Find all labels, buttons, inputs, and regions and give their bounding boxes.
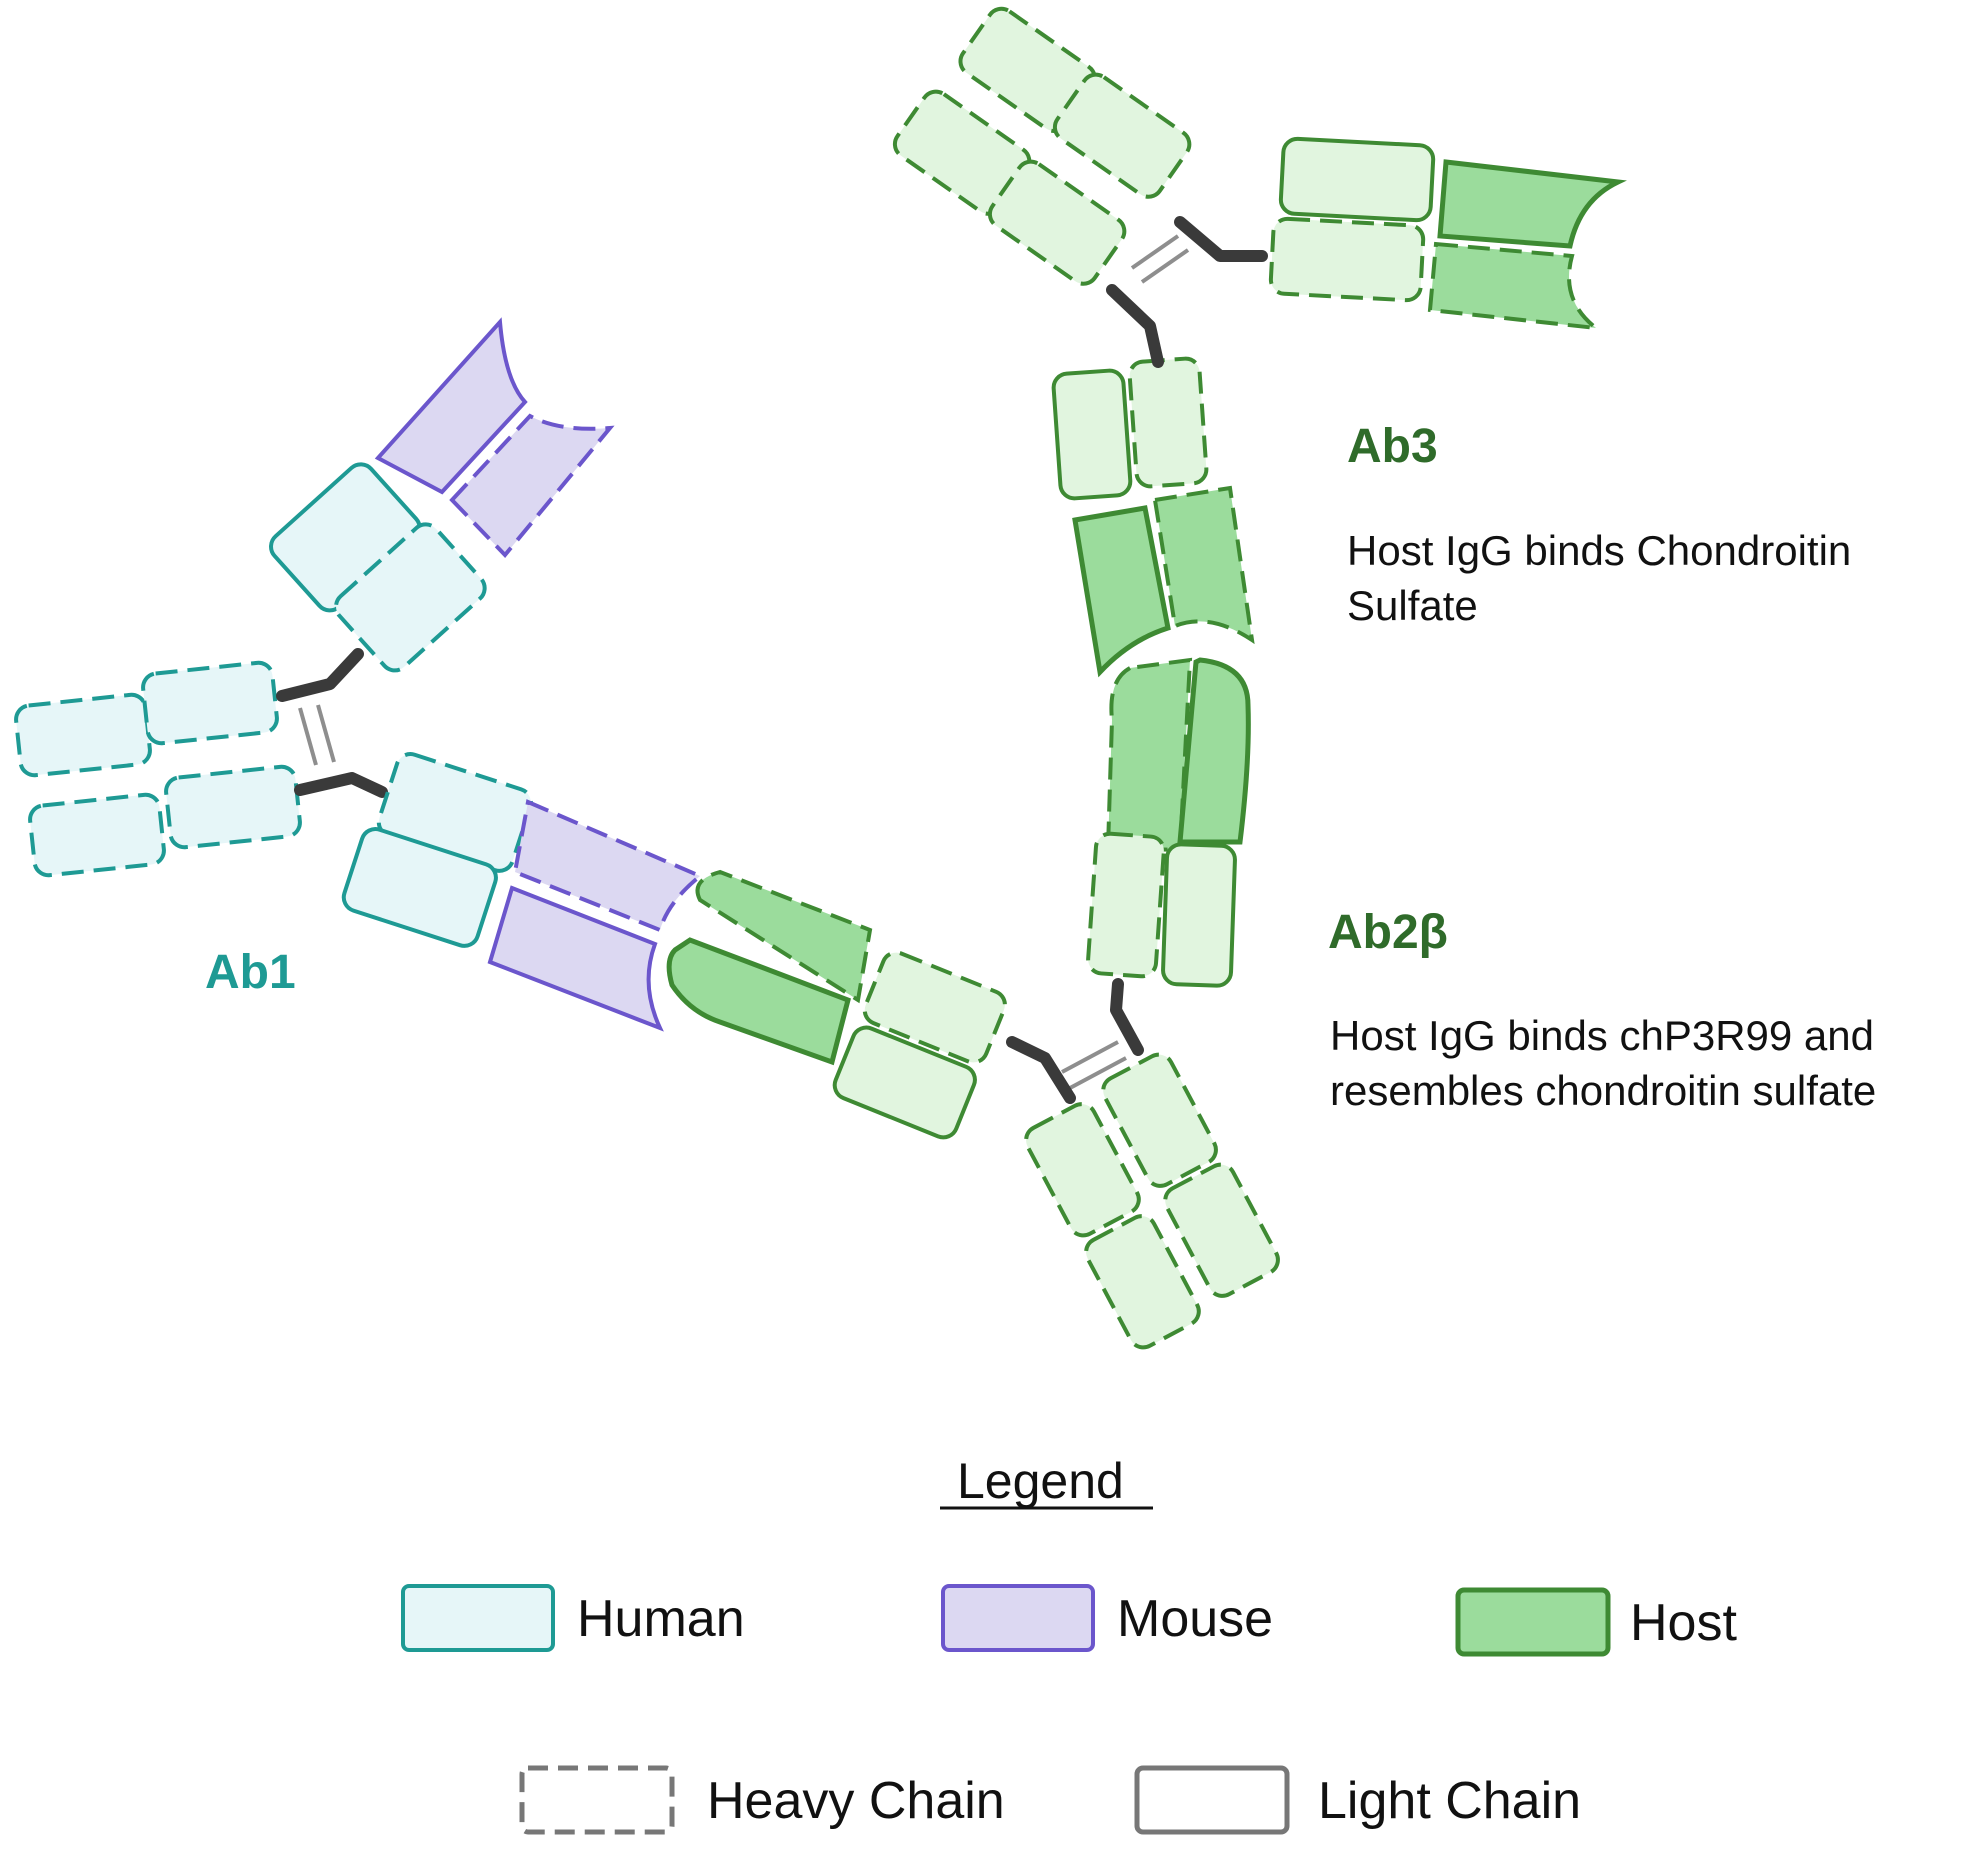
ab1-fc-region [14, 660, 302, 878]
legend-host-label: Host [1630, 1594, 1737, 1652]
ab2-description-line1: Host IgG binds chP3R99 and [1330, 1012, 1874, 1059]
ab2-left-fab [666, 869, 1007, 1140]
legend-heavy-chain-label: Heavy Chain [707, 1772, 1005, 1830]
ab3-description-line2: Sulfate [1347, 582, 1478, 629]
ab2-hinge [1006, 978, 1144, 1104]
ab3-label: Ab3 [1347, 420, 1438, 473]
ab3-fc-region [892, 6, 1192, 286]
ab1-lower-fab [341, 752, 704, 1032]
legend-light-chain-swatch [1134, 1765, 1290, 1835]
legend-heavy-chain-swatch [519, 1765, 675, 1835]
ab3-antibody [892, 6, 1627, 678]
ab1-upper-fab [269, 317, 615, 673]
legend-host-swatch [1455, 1587, 1611, 1657]
legend-human-swatch [401, 1584, 555, 1652]
ab1-hinge [276, 648, 388, 798]
legend-mouse-label: Mouse [1117, 1590, 1273, 1648]
legend-title: Legend [957, 1453, 1124, 1509]
ab1-antibody [14, 317, 704, 1032]
ab3-right-fab [1268, 136, 1627, 331]
legend: Legend Human Mouse Host Heavy Chain Ligh… [401, 1453, 1737, 1835]
ab2-upper-fab [1086, 657, 1251, 988]
ab3-lower-fab [1051, 356, 1255, 678]
legend-human-label: Human [577, 1590, 745, 1648]
ab1-label: Ab1 [205, 946, 296, 999]
ab3-hinge [1106, 216, 1268, 368]
legend-light-chain-label: Light Chain [1318, 1772, 1581, 1830]
ab2-antibody [666, 657, 1280, 1350]
ab2-label: Ab2β [1328, 906, 1448, 959]
ab2-fc-region [1024, 1052, 1280, 1350]
legend-mouse-swatch [941, 1584, 1095, 1652]
ab3-description-line1: Host IgG binds Chondroitin [1347, 527, 1851, 574]
ab2-description-line2: resembles chondroitin sulfate [1330, 1067, 1876, 1114]
